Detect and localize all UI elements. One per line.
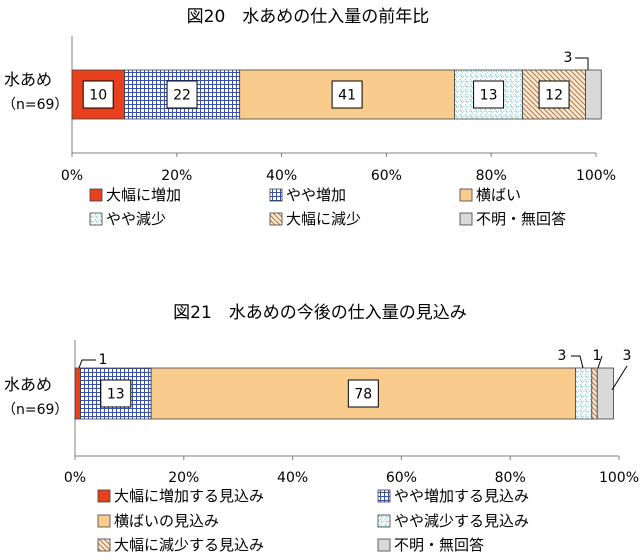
legend-label: 不明・無回答 <box>394 536 484 554</box>
bar-segment <box>585 69 602 120</box>
chart-1: 図20 水あめの仕入量の前年比 水あめ （n=69） 0% 20% 40% 60% 80… <box>2 7 616 228</box>
data-label-leader <box>571 355 584 369</box>
legend-label: 横ばいの見込み <box>114 512 219 530</box>
category-label: 水あめ <box>4 70 52 89</box>
legend-swatch <box>97 514 111 528</box>
data-label: 3 <box>558 348 567 364</box>
x-tick-label: 40% <box>266 168 297 184</box>
data-label: 41 <box>338 88 356 104</box>
x-axis-tick-labels: 0% 20% 40% 60% 80% 100% <box>61 168 616 184</box>
legend-label: 大幅に減少する見込み <box>114 536 264 554</box>
legend-swatch <box>269 212 283 226</box>
legend-swatch <box>377 514 391 528</box>
x-tick-label: 80% <box>476 168 507 184</box>
legend-label: 大幅に減少 <box>286 210 361 228</box>
x-tick-label: 20% <box>161 168 192 184</box>
data-label-box <box>473 80 505 109</box>
data-label: 13 <box>480 88 498 104</box>
legend-label: やや増加 <box>286 186 346 204</box>
legend-swatch <box>89 212 103 226</box>
data-label: 1 <box>593 348 602 364</box>
data-label-box <box>538 80 570 109</box>
x-tick-label: 0% <box>64 470 86 486</box>
legend-label: やや増加する見込み <box>394 487 529 505</box>
data-label-leader <box>611 365 628 391</box>
data-label: 22 <box>173 88 191 104</box>
data-label: 10 <box>89 88 107 104</box>
data-label: 1 <box>99 352 108 368</box>
x-tick-label: 0% <box>61 168 83 184</box>
chart-title: 図20 水あめの仕入量の前年比 <box>187 7 430 27</box>
bar-segment <box>596 367 614 420</box>
data-label-box <box>331 80 363 109</box>
bar-segment <box>522 69 586 120</box>
x-axis-ticks <box>74 456 620 460</box>
legend-swatch <box>97 538 111 552</box>
stacked-bar: 10 22 41 13 12 3 <box>71 50 602 120</box>
legend-label: 大幅に増加 <box>106 186 181 204</box>
data-label-leader <box>78 359 96 369</box>
legend-label: 大幅に増加する見込み <box>114 487 264 505</box>
x-tick-label: 20% <box>168 470 199 486</box>
x-tick-label: 80% <box>495 470 526 486</box>
legend-label: 横ばい <box>476 186 521 204</box>
data-label: 3 <box>623 348 632 364</box>
bar-segment <box>591 367 598 420</box>
category-sublabel: （n=69） <box>2 402 68 418</box>
data-label: 13 <box>107 387 125 403</box>
legend-swatch <box>89 188 103 202</box>
data-label-leader <box>597 355 603 369</box>
bar-segment <box>74 367 81 420</box>
x-axis-tick-labels: 0% 20% 40% 60% 80% 100% <box>64 470 639 486</box>
chart-title: 図21 水あめの今後の仕入量の見込み <box>173 303 467 323</box>
data-label-box <box>82 80 114 109</box>
x-tick-label: 100% <box>599 470 639 486</box>
x-tick-label: 40% <box>277 470 308 486</box>
legend-label: やや減少 <box>106 210 166 228</box>
legend-swatch <box>377 538 391 552</box>
data-label-leader <box>575 57 589 70</box>
x-tick-label: 60% <box>371 168 402 184</box>
category-sublabel: （n=69） <box>2 97 68 113</box>
x-tick-label: 60% <box>386 470 417 486</box>
legend-swatch <box>269 188 283 202</box>
data-label: 12 <box>545 88 563 104</box>
legend-label: やや減少する見込み <box>394 512 529 530</box>
category-label: 水あめ <box>4 375 52 394</box>
data-label-box <box>166 80 198 109</box>
legend-swatch <box>377 489 391 503</box>
legend-swatch <box>459 188 473 202</box>
legend-swatch <box>97 489 111 503</box>
legend-label: 不明・無回答 <box>476 210 566 228</box>
x-axis-ticks <box>71 153 597 157</box>
data-label: 78 <box>354 387 372 403</box>
data-label-box <box>347 379 379 408</box>
bar-segment <box>575 367 593 420</box>
data-label: 3 <box>564 50 573 66</box>
data-label-box <box>100 379 132 408</box>
x-tick-label: 100% <box>576 168 616 184</box>
chart-2: 図21 水あめの今後の仕入量の見込み 水あめ （n=69） 0% 20% 40% 60… <box>2 303 639 554</box>
legend-swatch <box>459 212 473 226</box>
